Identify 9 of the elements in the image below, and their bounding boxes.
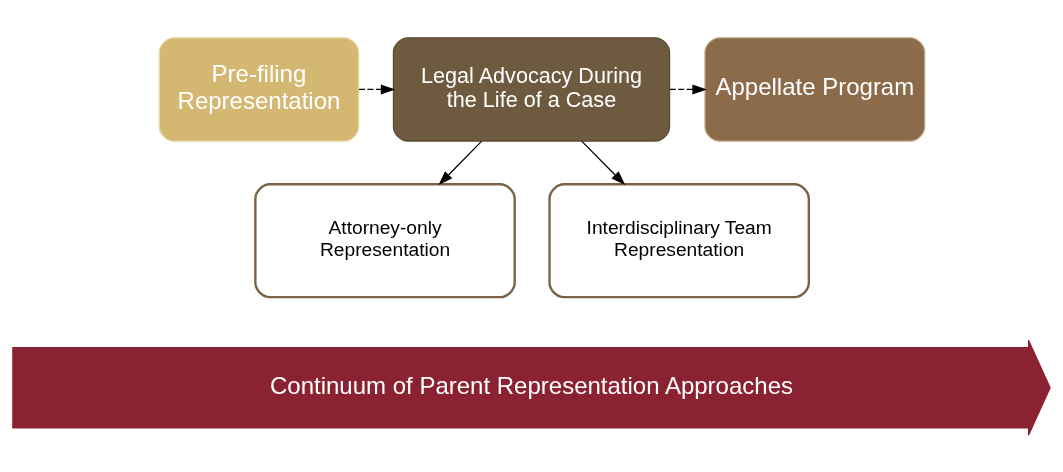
node-box: Attorney-only Representation bbox=[254, 182, 516, 298]
node-box: Appellate Program bbox=[704, 36, 926, 142]
node-box: Pre-filing Representation bbox=[158, 36, 360, 142]
arrow bbox=[358, 83, 396, 94]
arrow bbox=[669, 83, 707, 94]
node-box: Interdisciplinary Team Representation bbox=[548, 182, 811, 298]
arrow bbox=[581, 140, 626, 185]
arrow bbox=[438, 140, 483, 185]
node-box: Legal Advocacy During the Life of a Case bbox=[392, 36, 671, 142]
